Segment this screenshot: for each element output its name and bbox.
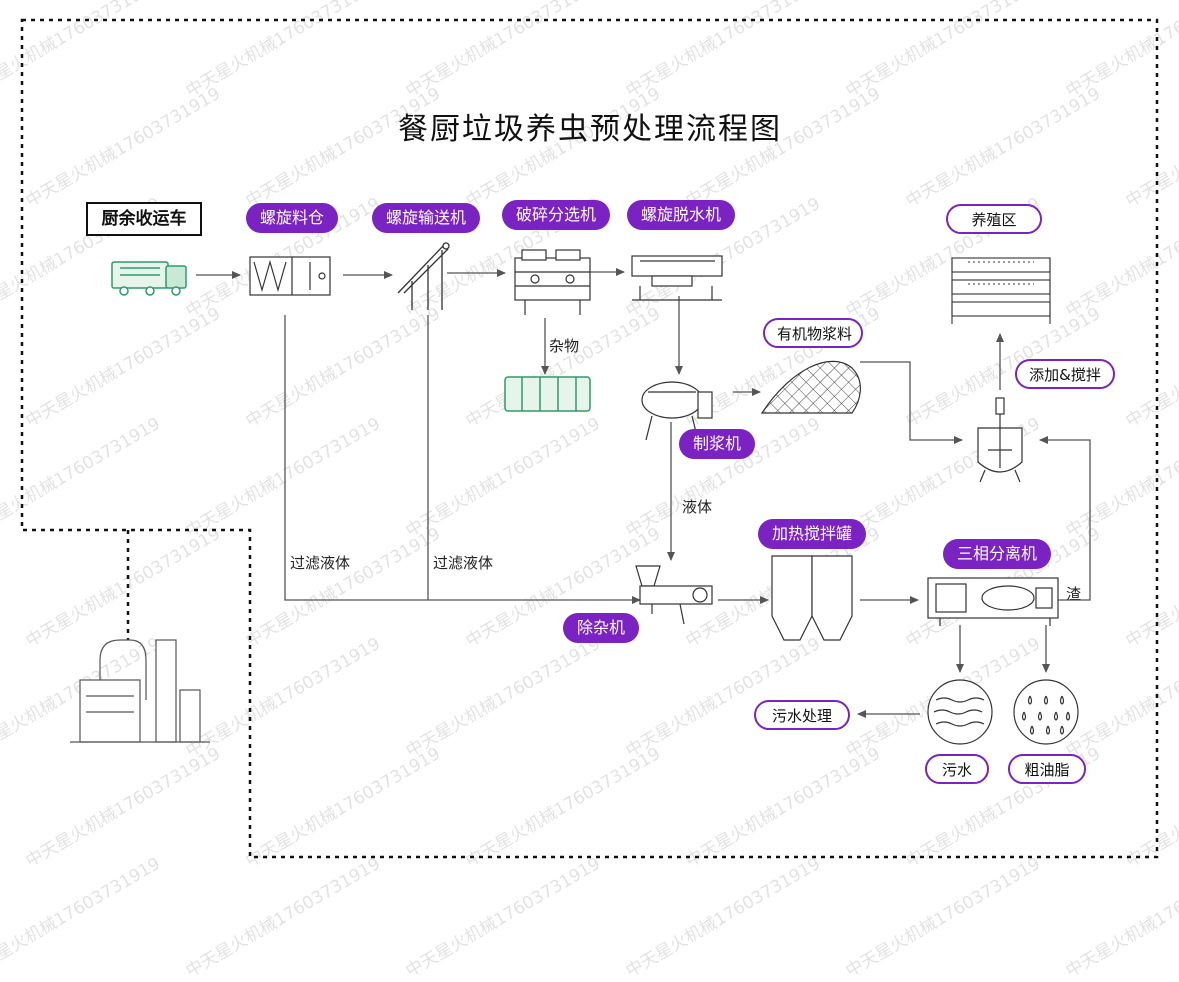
text-filtrate-2: 过滤液体 xyxy=(433,554,494,572)
diagram-title: 餐厨垃圾养虫预处理流程图 xyxy=(398,112,782,147)
text-impurity: 杂物 xyxy=(549,337,580,355)
label-deimpurity: 除杂机 xyxy=(563,613,640,643)
label-oil: 粗油脂 xyxy=(1008,754,1086,784)
label-add-mix: 添加&搅拌 xyxy=(1015,359,1115,389)
breeding-rack-icon xyxy=(951,257,1051,324)
deodorization-tower-icon xyxy=(70,639,210,743)
text-residue: 渣 xyxy=(1066,585,1082,603)
label-breeding: 养殖区 xyxy=(946,204,1042,234)
label-conveyor: 螺旋输送机 xyxy=(372,203,481,233)
deimpurity-machine-icon xyxy=(635,565,713,625)
slurry-mound-icon xyxy=(760,360,861,414)
label-heat-tank: 加热搅拌罐 xyxy=(758,519,867,549)
pulper-icon xyxy=(641,381,713,441)
oil-icon xyxy=(1013,679,1079,745)
label-truck: 厨余收运车 xyxy=(86,202,202,236)
label-dewater: 螺旋脱水机 xyxy=(627,200,736,230)
filtrate-line-1 xyxy=(284,315,641,604)
screw-conveyor-icon xyxy=(397,242,450,310)
heating-tank-icon xyxy=(771,555,853,641)
label-sewage: 污水 xyxy=(925,754,989,784)
diagram-lines xyxy=(20,18,1159,859)
screw-dewater-icon xyxy=(631,255,723,301)
sewage-icon xyxy=(927,679,993,745)
residue-line xyxy=(1039,436,1091,601)
label-pulper: 制浆机 xyxy=(679,429,756,459)
label-sewage-treatment: 污水处理 xyxy=(754,700,850,730)
label-slurry: 有机物浆料 xyxy=(763,318,863,348)
crusher-sorter-icon xyxy=(514,249,591,315)
label-separator: 三相分离机 xyxy=(943,539,1052,569)
text-filtrate-1: 过滤液体 xyxy=(290,554,351,572)
separator-icon xyxy=(927,577,1059,626)
truck-icon xyxy=(111,261,187,296)
text-liquid: 液体 xyxy=(682,498,713,516)
mixing-tank-icon xyxy=(977,397,1023,483)
label-crusher: 破碎分选机 xyxy=(502,200,611,230)
label-silo: 螺旋料仓 xyxy=(246,203,339,233)
screw-silo-icon xyxy=(249,256,331,296)
impurity-bin-icon xyxy=(504,376,591,412)
dashed-boundary xyxy=(20,18,1159,859)
slurry-to-mixer-line xyxy=(860,361,963,444)
